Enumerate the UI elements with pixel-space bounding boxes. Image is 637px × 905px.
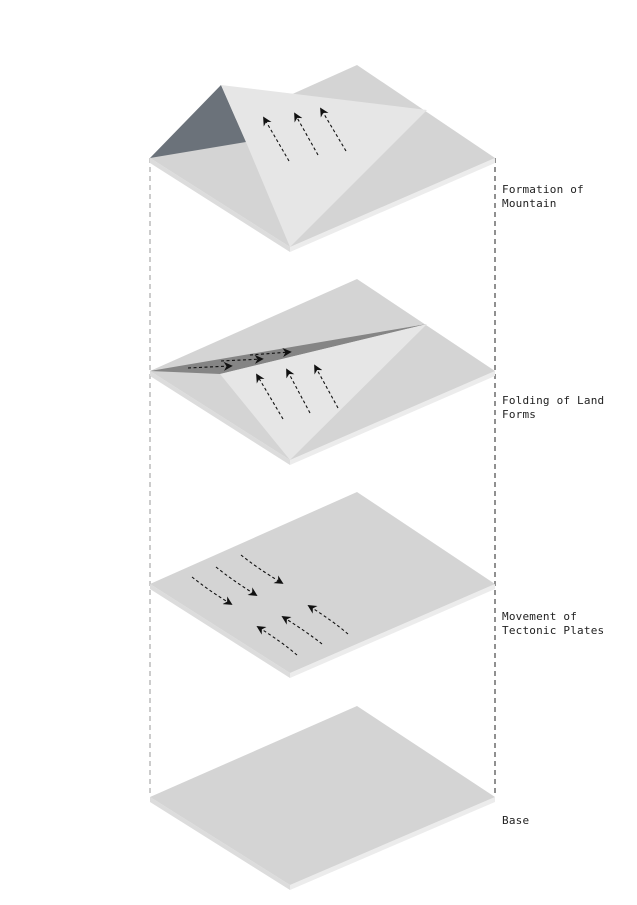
movement-slab-edge-left bbox=[150, 584, 290, 678]
fold-band-arrows bbox=[187, 348, 292, 371]
layer-mountain bbox=[150, 65, 495, 252]
movement-slab-edge-right bbox=[290, 584, 495, 678]
movement-slab-top bbox=[150, 492, 495, 673]
fold-light-face bbox=[220, 324, 427, 460]
label-movement-of-tectonic-plates: Movement of Tectonic Plates bbox=[502, 610, 604, 638]
mountain-arrows bbox=[263, 107, 347, 162]
dashed-arrow-icon bbox=[320, 107, 347, 152]
layer-base bbox=[150, 706, 495, 890]
fold-face-arrows bbox=[256, 364, 339, 420]
label-line: Movement of bbox=[502, 610, 578, 623]
layer-movement bbox=[150, 492, 495, 678]
label-line: Mountain bbox=[502, 197, 557, 210]
label-line: Tectonic Plates bbox=[502, 624, 605, 637]
dashed-arrow-icon bbox=[187, 361, 233, 371]
layer-folding bbox=[150, 279, 495, 465]
label-folding-of-land-forms: Folding of Land Forms bbox=[502, 394, 604, 422]
base-slab-edge-right bbox=[290, 797, 495, 890]
label-line: Forms bbox=[502, 408, 537, 421]
label-line: Formation of bbox=[502, 183, 584, 196]
base-slab-edge-left bbox=[150, 797, 290, 890]
label-line: Base bbox=[502, 814, 530, 827]
dashed-arrow-icon bbox=[263, 116, 290, 162]
dashed-arrow-icon bbox=[191, 576, 233, 605]
mountain-light-face bbox=[221, 85, 427, 247]
label-formation-of-mountain: Formation of Mountain bbox=[502, 183, 584, 211]
mountain-dark-face bbox=[150, 85, 246, 158]
movement-arrows bbox=[191, 554, 349, 656]
base-slab-top bbox=[150, 706, 495, 885]
mountain-slab-edge-right bbox=[290, 158, 495, 252]
folding-slab-edge-right bbox=[290, 371, 495, 465]
folding-slab-edge-left bbox=[150, 371, 290, 465]
mountain-slab-edge-left bbox=[150, 158, 290, 252]
dashed-arrow-icon bbox=[314, 364, 339, 409]
dashed-arrow-icon bbox=[286, 368, 311, 414]
label-base: Base bbox=[502, 814, 529, 828]
dashed-arrow-icon bbox=[220, 354, 264, 364]
dashed-arrow-icon bbox=[294, 112, 319, 156]
dashed-arrow-icon bbox=[215, 566, 258, 596]
label-line: Folding of Land bbox=[502, 394, 605, 407]
dashed-arrow-icon bbox=[249, 348, 292, 358]
dashed-arrow-icon bbox=[240, 554, 284, 584]
